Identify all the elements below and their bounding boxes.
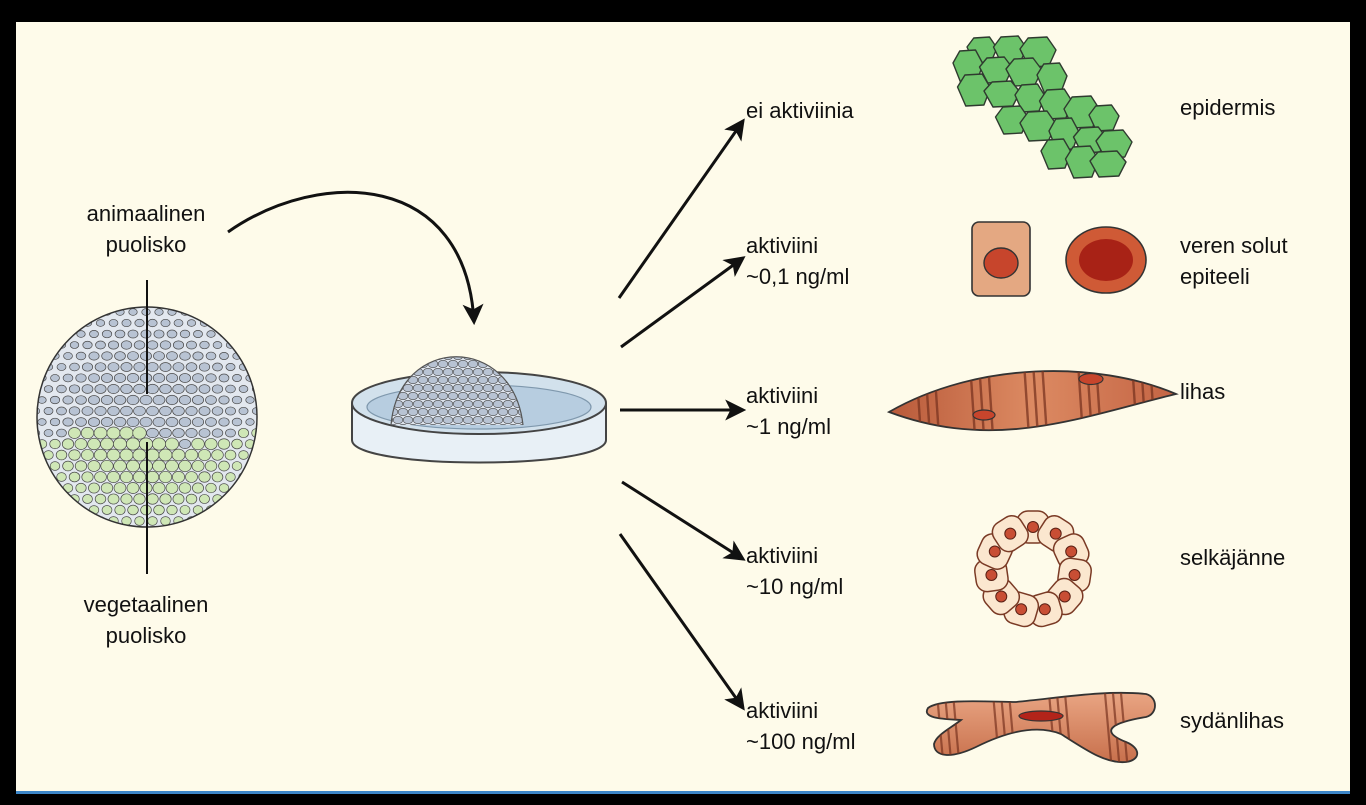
- figure-panel: animaalinen puolisko vegetaalinen puolis…: [16, 22, 1350, 794]
- cell-type-label-4: sydänlihas: [1180, 705, 1284, 736]
- condition-arrows: [619, 121, 743, 708]
- cell-type-label-1: veren solut epiteeli: [1180, 230, 1288, 292]
- condition-label-0: ei aktiviinia: [746, 95, 854, 126]
- animal-half-label: animaalinen puolisko: [56, 198, 236, 260]
- notochord-ring: [973, 511, 1092, 629]
- blood-epithelial-cells: [972, 222, 1146, 296]
- transfer-arrow: [228, 192, 474, 322]
- condition-label-4: aktiviini ~100 ng/ml: [746, 695, 855, 757]
- heart-muscle-cell: [927, 682, 1155, 772]
- condition-label-3: aktiviini ~10 ng/ml: [746, 540, 843, 602]
- cell-type-label-3: selkäjänne: [1180, 542, 1285, 573]
- vegetal-half-label: vegetaalinen puolisko: [56, 589, 236, 651]
- arrow-to-heart: [620, 534, 743, 708]
- cell-type-label-2: lihas: [1180, 376, 1225, 407]
- cell-type-label-0: epidermis: [1180, 92, 1275, 123]
- petri-dish: [352, 332, 606, 463]
- arrow-to-notochord: [622, 482, 743, 559]
- condition-label-2: aktiviini ~1 ng/ml: [746, 380, 831, 442]
- muscle-cell: [889, 362, 1176, 452]
- epidermis-cells: [953, 36, 1132, 178]
- diagram-artwork: [16, 22, 1350, 794]
- condition-label-1: aktiviini ~0,1 ng/ml: [746, 230, 849, 292]
